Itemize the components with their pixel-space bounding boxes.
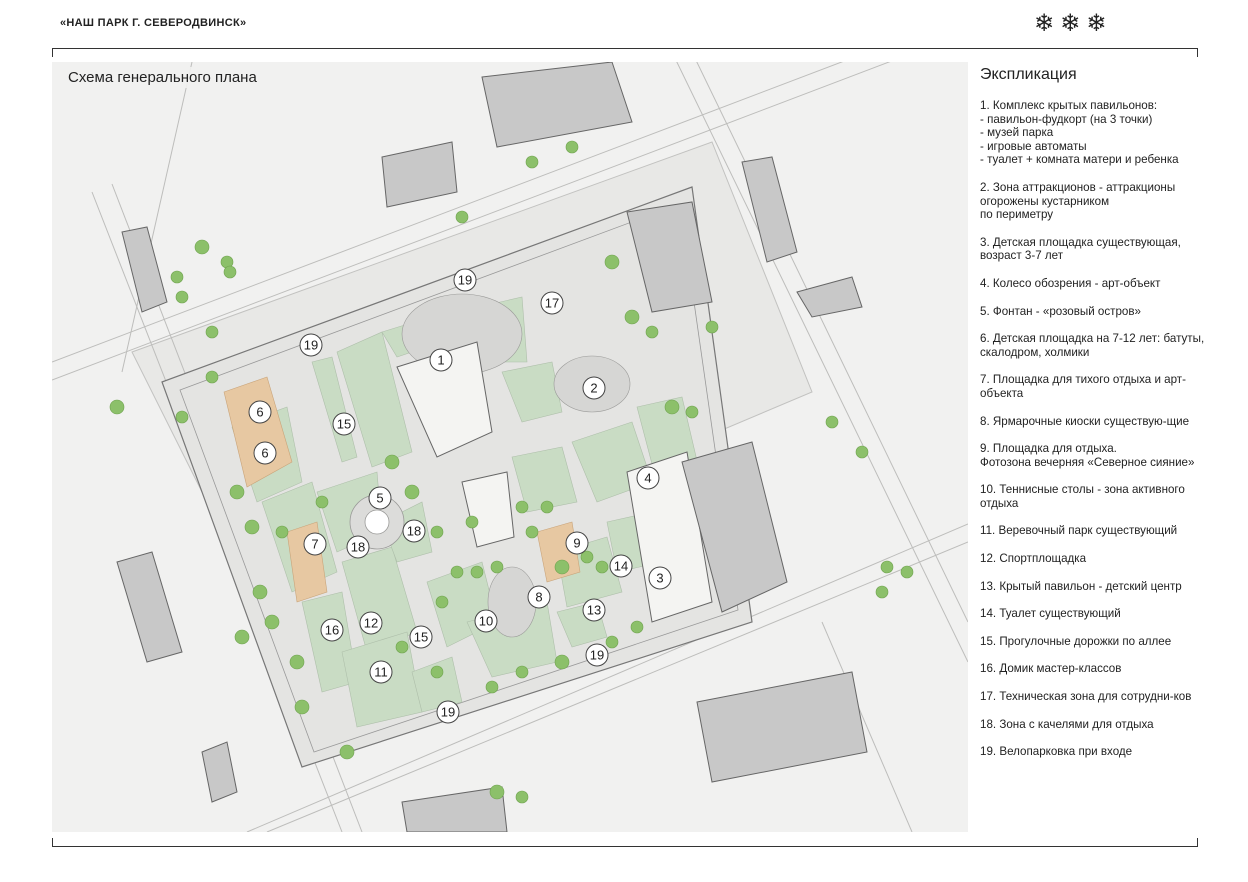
legend-panel: Экспликация 1. Комплекс крытых павильоно… xyxy=(980,66,1220,773)
svg-text:4: 4 xyxy=(644,471,651,486)
marker-6-bottom[interactable]: 6 xyxy=(253,441,277,465)
svg-text:13: 13 xyxy=(587,603,601,618)
svg-text:19: 19 xyxy=(590,648,604,663)
legend-list: 1. Комплекс крытых павильонов: - павильо… xyxy=(980,99,1220,759)
legend-item: 12. Спортплощадка xyxy=(980,552,1087,566)
legend-item: 3. Детская площадка существующая, возрас… xyxy=(980,235,1181,263)
trees xyxy=(109,140,914,804)
svg-text:7: 7 xyxy=(311,537,318,552)
marker-7[interactable]: 7 xyxy=(303,532,327,556)
marker-15-top[interactable]: 15 xyxy=(332,412,356,436)
marker-12[interactable]: 12 xyxy=(359,611,383,635)
legend-item: 13. Крытый павильон - детский центр xyxy=(980,579,1182,593)
marker-17[interactable]: 17 xyxy=(540,291,564,315)
marker-5[interactable]: 5 xyxy=(368,486,392,510)
legend-item: 10. Теннисные столы - зона активного отд… xyxy=(980,483,1185,510)
snowflake-icon: ❄ xyxy=(1034,10,1055,37)
marker-19-bottom[interactable]: 19 xyxy=(436,700,460,724)
svg-text:15: 15 xyxy=(337,417,351,432)
svg-text:6: 6 xyxy=(261,446,268,461)
marker-8[interactable]: 8 xyxy=(527,585,551,609)
svg-text:16: 16 xyxy=(325,623,339,638)
map-canvas: 1 2 3 4 5 6 6 7 8 9 10 11 12 13 14 15 15… xyxy=(52,62,968,832)
marker-19-top[interactable]: 19 xyxy=(453,268,477,292)
legend-item: 9. Площадка для отдыха. Фотозона вечерня… xyxy=(980,442,1195,469)
legend-item: 5. Фонтан - «розовый остров» xyxy=(980,304,1141,318)
marker-15-bottom[interactable]: 15 xyxy=(409,625,433,649)
marker-14[interactable]: 14 xyxy=(609,554,633,578)
legend-item: 1. Комплекс крытых павильонов: - павильо… xyxy=(980,99,1179,167)
frame-bottom xyxy=(52,838,1198,847)
svg-text:19: 19 xyxy=(458,273,472,288)
marker-19-right[interactable]: 19 xyxy=(585,643,609,667)
svg-text:18: 18 xyxy=(351,540,365,555)
svg-text:8: 8 xyxy=(535,590,542,605)
marker-2[interactable]: 2 xyxy=(582,376,606,400)
master-plan-map: 1 2 3 4 5 6 6 7 8 9 10 11 12 13 14 15 15… xyxy=(52,62,968,832)
marker-4[interactable]: 4 xyxy=(636,466,660,490)
svg-text:17: 17 xyxy=(545,296,559,311)
marker-3[interactable]: 3 xyxy=(648,566,672,590)
legend-item: 11. Веревочный парк существующий xyxy=(980,524,1178,538)
snowflake-decor: ❄ ❄ ❄ xyxy=(1034,10,1106,38)
marker-6-top[interactable]: 6 xyxy=(248,400,272,424)
svg-text:2: 2 xyxy=(590,381,597,396)
legend-item: 16. Домик мастер-классов xyxy=(980,662,1122,676)
marker-18-left[interactable]: 18 xyxy=(346,535,370,559)
svg-text:5: 5 xyxy=(376,491,383,506)
marker-10[interactable]: 10 xyxy=(474,609,498,633)
svg-text:3: 3 xyxy=(656,571,663,586)
marker-19-left[interactable]: 19 xyxy=(299,333,323,357)
legend-item: 6. Детская площадка на 7-12 лет: батуты,… xyxy=(980,332,1205,359)
marker-1[interactable]: 1 xyxy=(429,348,453,372)
snowflake-icon: ❄ xyxy=(1060,10,1081,37)
map-title: Схема генерального плана xyxy=(66,67,259,88)
legend-item: 15. Прогулочные дорожки по аллее xyxy=(980,634,1172,648)
legend-item: 4. Колесо обозрения - арт-объект xyxy=(980,276,1161,290)
legend-title: Экспликация xyxy=(980,66,1077,83)
snowflake-icon: ❄ xyxy=(1086,10,1107,37)
svg-text:11: 11 xyxy=(374,665,388,680)
marker-11[interactable]: 11 xyxy=(369,660,393,684)
legend-item: 18. Зона с качелями для отдыха xyxy=(980,717,1154,731)
svg-text:9: 9 xyxy=(573,536,580,551)
marker-13[interactable]: 13 xyxy=(582,598,606,622)
marker-16[interactable]: 16 xyxy=(320,618,344,642)
svg-text:18: 18 xyxy=(407,524,421,539)
frame-top xyxy=(52,48,1198,57)
legend-item: 17. Техническая зона для сотрудни-ков xyxy=(980,690,1192,704)
legend-item: 2. Зона аттракционов - аттракционы огоро… xyxy=(980,180,1176,222)
svg-text:1: 1 xyxy=(437,353,444,368)
buildings xyxy=(116,62,868,832)
svg-text:6: 6 xyxy=(256,405,263,420)
legend-item: 14. Туалет существующий xyxy=(980,607,1121,621)
marker-18-right[interactable]: 18 xyxy=(402,519,426,543)
legend-item: 8. Ярмарочные киоски существую-щие xyxy=(980,414,1190,428)
legend-item: 19. Велопарковка при входе xyxy=(980,745,1133,759)
svg-text:19: 19 xyxy=(304,338,318,353)
svg-text:12: 12 xyxy=(364,616,378,631)
marker-9[interactable]: 9 xyxy=(565,531,589,555)
svg-text:19: 19 xyxy=(441,705,455,720)
legend-item: 7. Площадка для тихого отдыха и арт-объе… xyxy=(980,373,1186,400)
svg-text:14: 14 xyxy=(614,559,628,574)
svg-text:10: 10 xyxy=(479,614,493,629)
plan-markers: 1 2 3 4 5 6 6 7 8 9 10 11 12 13 14 15 15… xyxy=(248,268,672,724)
header-title: «НАШ ПАРК Г. СЕВЕРОДВИНСК» xyxy=(60,17,247,29)
svg-text:15: 15 xyxy=(414,630,428,645)
